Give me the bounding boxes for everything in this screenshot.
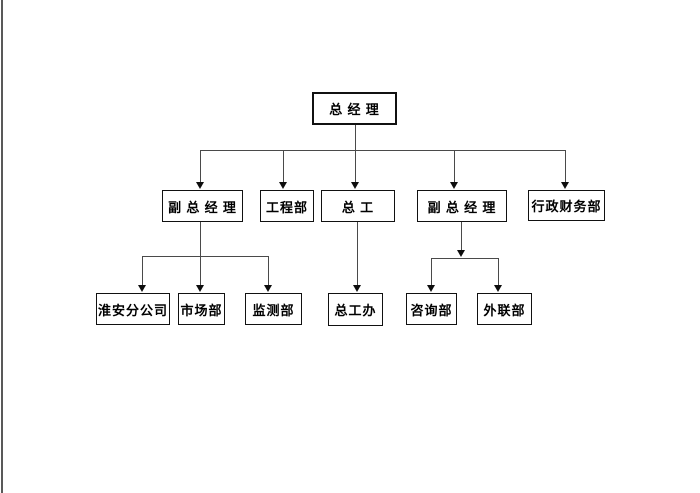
connector-gm-vertical: [355, 125, 356, 183]
connector-drop-deputy-gm-left: [200, 150, 201, 183]
connector-drop-marketing: [200, 256, 201, 285]
node-consulting-dept: 咨询部: [406, 293, 457, 325]
node-deputy-general-manager-right: 副 总 经 理: [417, 190, 507, 222]
node-deputy-general-manager-left: 副 总 经 理: [162, 190, 243, 222]
node-engineering-dept: 工程部: [260, 190, 314, 222]
down-arrowhead-icon: [138, 285, 146, 292]
connector-deputy-gm-left-vertical: [200, 222, 201, 256]
node-label: 行政财务部: [531, 199, 602, 214]
connector-drop-huaian-branch: [142, 256, 143, 285]
connector-chief-engineer-to-office: [357, 222, 358, 285]
down-arrowhead-icon: [264, 285, 272, 292]
connector-deputy-gm-right-vertical: [461, 222, 462, 250]
node-label: 监测部: [252, 302, 295, 318]
node-chief-engineer: 总 工: [321, 190, 395, 222]
node-chief-engineer-office: 总工办: [328, 293, 383, 326]
connector-drop-deputy-gm-right: [454, 150, 455, 183]
node-external-relations-dept: 外联部: [477, 293, 532, 325]
down-arrowhead-icon: [561, 182, 569, 189]
node-label: 总 工: [341, 199, 375, 215]
down-arrowhead-icon: [351, 182, 359, 189]
down-arrowhead-icon: [457, 250, 465, 257]
node-label: 咨询部: [410, 302, 453, 318]
connector-left-subtree-rail: [142, 256, 268, 257]
down-arrowhead-icon: [450, 182, 458, 189]
node-marketing-dept: 市场部: [178, 293, 225, 325]
down-arrowhead-icon: [196, 182, 204, 189]
connector-drop-consulting: [431, 258, 432, 285]
node-label: 总工办: [334, 303, 377, 318]
node-label: 副 总 经 理: [168, 199, 237, 215]
down-arrowhead-icon: [494, 285, 502, 292]
node-label: 淮安分公司: [97, 302, 168, 318]
down-arrowhead-icon: [279, 182, 287, 189]
node-general-manager: 总 经 理: [312, 92, 397, 125]
connector-level1-rail: [200, 150, 565, 151]
down-arrowhead-icon: [427, 285, 435, 292]
connector-right-subtree-rail: [431, 258, 498, 259]
node-label: 工程部: [265, 199, 308, 215]
connector-drop-admin-finance: [565, 150, 566, 183]
page-left-edge-line: [1, 0, 3, 493]
node-admin-finance-dept: 行政财务部: [528, 190, 605, 221]
connector-drop-external-relations: [498, 258, 499, 285]
node-label: 市场部: [180, 302, 223, 318]
node-label: 总 经 理: [329, 102, 380, 117]
connector-drop-monitoring: [268, 256, 269, 285]
node-label: 外联部: [483, 302, 526, 318]
node-monitoring-dept: 监测部: [245, 293, 302, 325]
down-arrowhead-icon: [353, 285, 361, 292]
connector-drop-engineering: [283, 150, 284, 183]
node-label: 副 总 经 理: [427, 199, 497, 215]
down-arrowhead-icon: [196, 285, 204, 292]
node-huaian-branch: 淮安分公司: [96, 293, 170, 325]
